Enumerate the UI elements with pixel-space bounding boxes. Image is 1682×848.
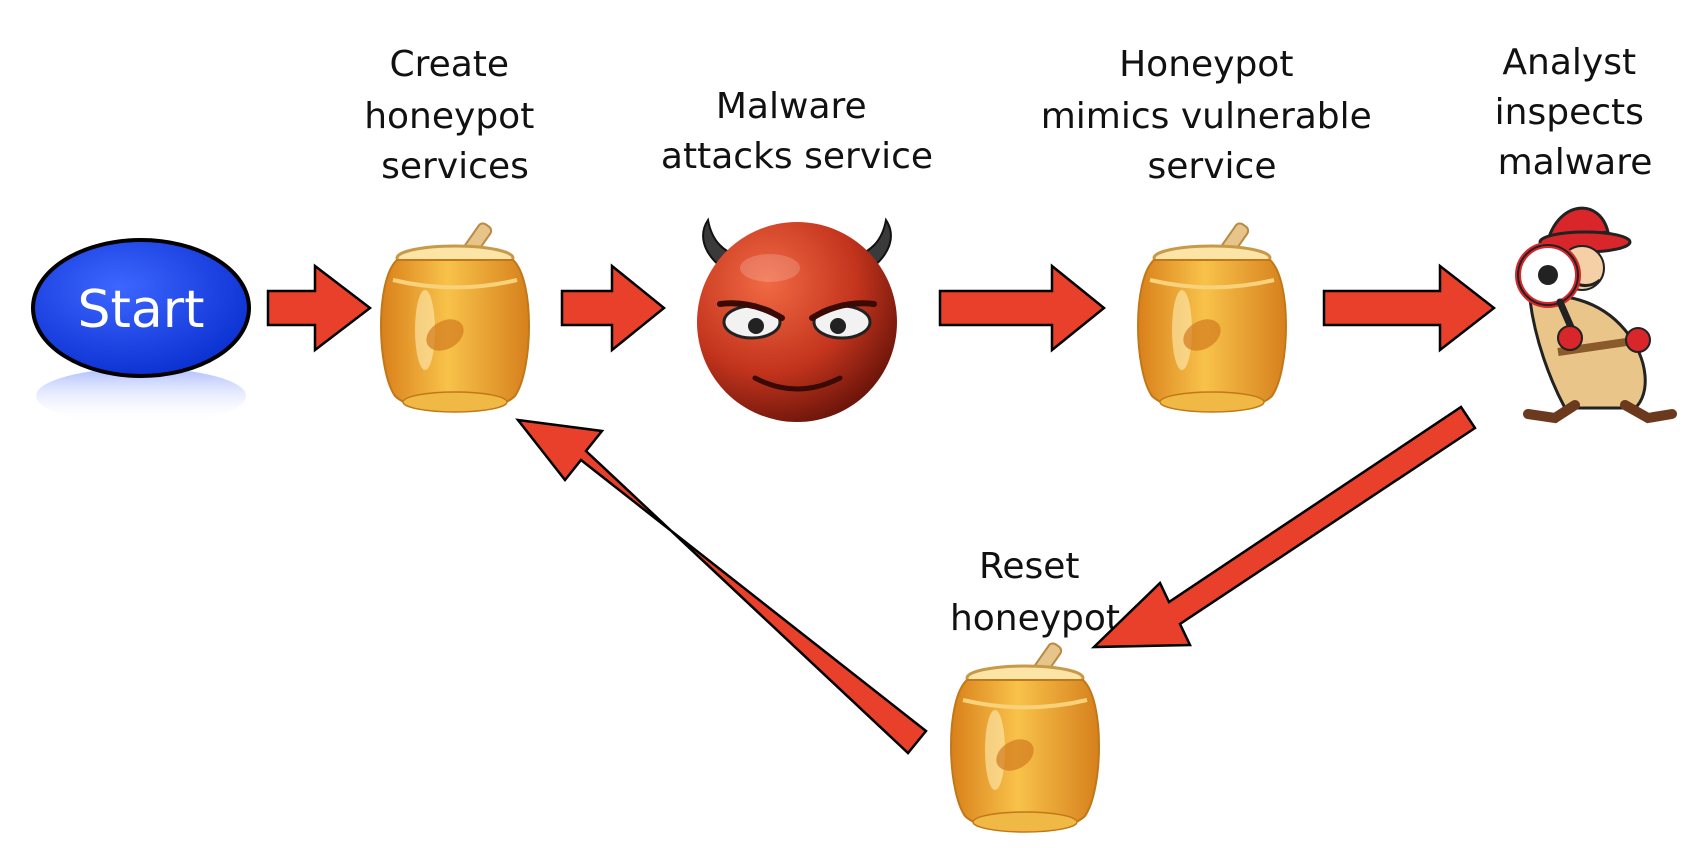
label-analyst-inspects: Analyst inspects malware <box>1495 42 1656 183</box>
devil-face-icon <box>697 217 897 422</box>
arrow-malware-to-mimic <box>938 263 1106 353</box>
label-reset-honeypot: Reset honeypot <box>950 546 1120 639</box>
start-label: Start <box>77 280 204 340</box>
honeypot-jar-icon <box>1136 219 1288 414</box>
arrow-reset-to-create <box>515 418 928 755</box>
start-reflection <box>36 368 246 424</box>
start-node: Start <box>31 238 251 424</box>
honeypot-jar-icon <box>379 219 531 414</box>
label-malware-attacks: Malware attacks service <box>661 86 933 177</box>
arrow-analyst-to-reset <box>1090 405 1477 649</box>
honeypot-jar-icon <box>949 639 1101 834</box>
label-create-honeypot: Create honeypot services <box>364 44 546 187</box>
arrow-mimic-to-analyst <box>1322 263 1497 353</box>
arrow-create-to-malware <box>560 263 666 353</box>
arrow-start-to-create <box>266 263 373 353</box>
detective-icon <box>1515 206 1677 424</box>
label-honeypot-mimics: Honeypot mimics vulnerable service <box>1041 44 1384 187</box>
start-ellipse <box>31 238 251 378</box>
